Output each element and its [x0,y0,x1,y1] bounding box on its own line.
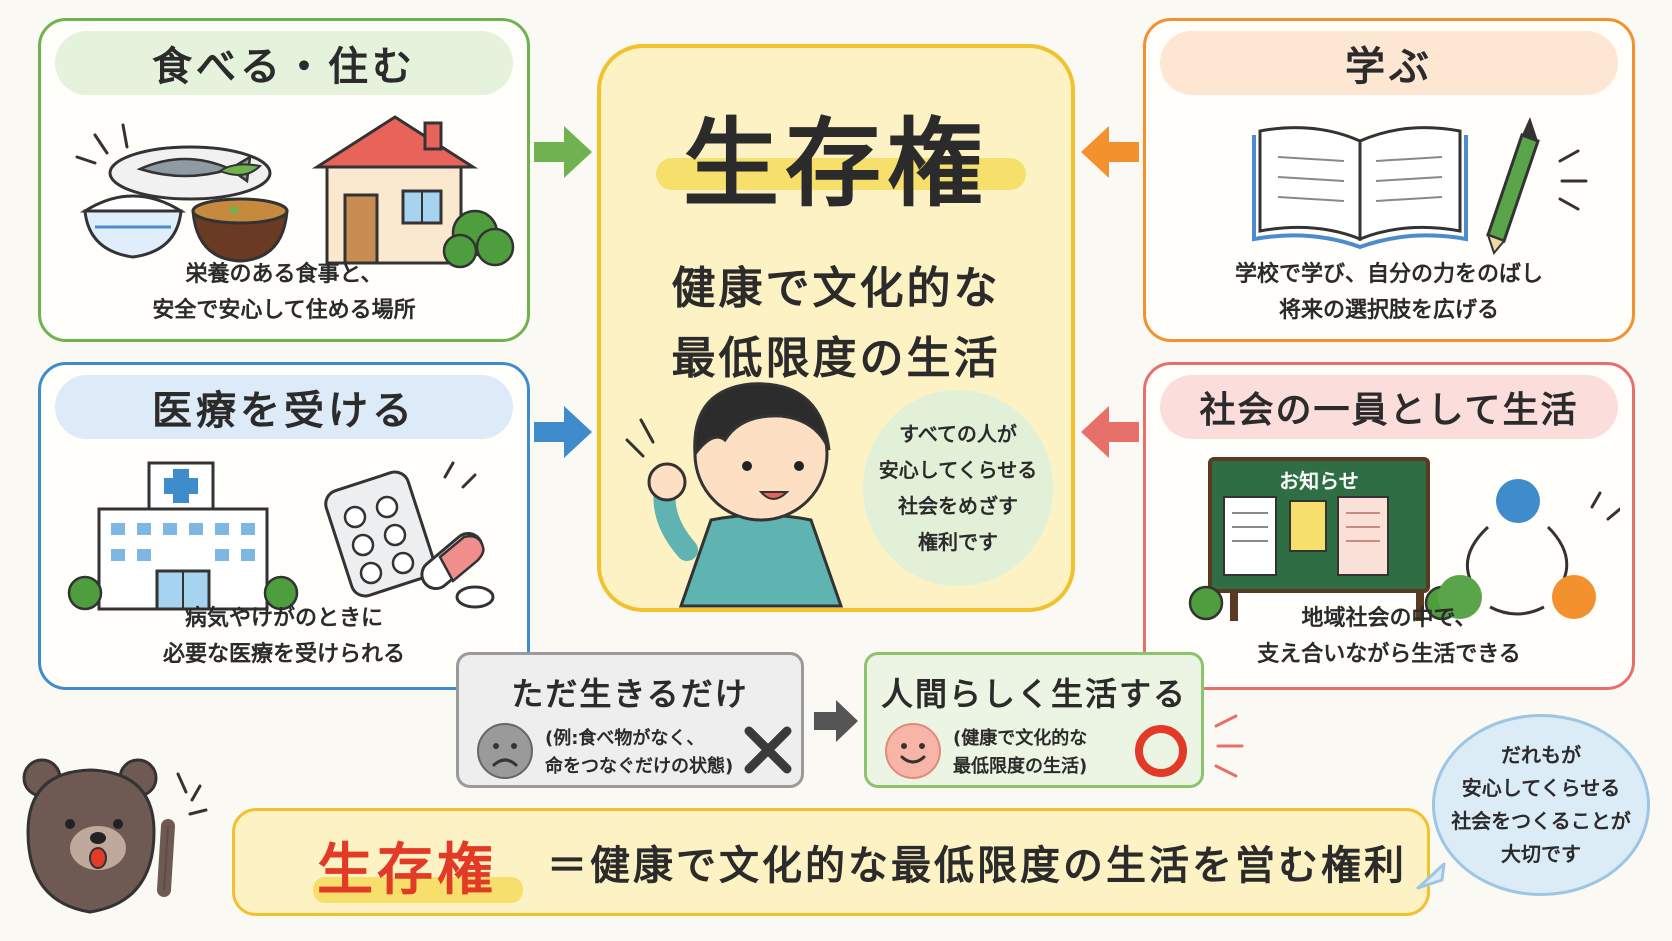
card-food-housing: 食べる・住む [38,18,530,342]
sparkle-lines-icon [75,123,129,165]
desc-line: 栄養のある食事と、 [185,262,383,287]
sad-face-icon [477,723,533,779]
desc-line: 将来の選択肢を広げる [1278,298,1499,323]
bush-icon [442,209,515,269]
bubble-line: だれもが [1501,743,1581,767]
desc-line: 病気やけがのときに [184,606,383,631]
happy-face-icon [885,723,941,779]
boy-character-icon [625,382,844,608]
center-title: 生存権 [683,108,989,220]
card-title-learning: 学ぶ [1160,31,1618,95]
food-housing-illustration [75,115,515,269]
medical-illustration [67,461,495,611]
center-subtitle: 健康で文化的な 最低限度の生活 [601,254,1071,394]
open-book-icon [1252,126,1468,250]
note-line: 最低限度の生活) [953,756,1088,777]
card-title-medical: 医療を受ける [55,375,513,439]
rice-bowl-icon [79,194,187,259]
sparkle-lines-icon [443,461,477,489]
desc-line: 支え合いながら生活できる [1257,642,1521,667]
subtitle-line: 最低限度の生活 [671,333,1001,384]
notice-board-label: お知らせ [1279,469,1359,493]
bubble-line: 大切です [1501,842,1581,866]
comparison-good-box: 人間らしく生活する (健康で文化的な 最低限度の生活) [864,652,1204,788]
title-highlight [656,158,1026,190]
keyword-highlight [313,877,523,903]
definition-keyword: 生存権 [317,838,497,903]
circle-mark-icon [1135,725,1187,777]
desc-line: 安全で安心して住める場所 [152,298,416,323]
arrow-right-green-icon [534,126,592,178]
notice-papers-icon [1188,496,1460,621]
bubble-line: すべての人が [899,422,1017,446]
bubble-line: 安心してくらせる [878,458,1038,482]
pill-pack-icon [324,470,436,598]
capsule-icon [420,532,495,609]
definition-bar: 生存権 ＝健康で文化的な最低限度の生活を営む権利 [232,808,1430,916]
community-circles-icon [1438,479,1596,619]
sparkle-lines-icon [1214,714,1244,778]
comparison-good-note: (健康で文化的な 最低限度の生活) [953,725,1087,781]
desc-line: 学校で学び、自分の力をのばし [1234,262,1543,287]
arrow-left-red-icon [1081,406,1139,458]
miso-soup-icon [191,197,289,263]
learning-illustration [1252,117,1588,256]
note-line: (例:食べ物がなく、 [545,728,705,749]
card-desc-learning: 学校で学び、自分の力をのばし 将来の選択肢を広げる [1146,257,1632,329]
card-desc-medical: 病気やけがのときに 必要な医療を受けられる [41,601,527,673]
bubble-line: 社会をめざす [898,494,1018,518]
note-line: 命をつなぐだけの状態) [545,756,734,777]
center-speech-bubble: すべての人が 安心してくらせる 社会をめざす 権利です [863,390,1053,586]
bubble-line: 権利です [918,530,998,554]
comparison-bad-note: (例:食べ物がなく、 命をつなぐだけの状態) [545,725,733,781]
cross-mark-icon [744,726,792,774]
card-title-society: 社会の一員として生活 [1160,375,1618,439]
arrow-right-gray-icon [814,700,858,742]
bubble-tail-icon [1416,862,1446,890]
subtitle-line: 健康で文化的な [671,263,1001,314]
arrow-right-blue-icon [534,406,592,458]
note-line: (健康で文化的な [953,728,1088,749]
arrow-left-orange-icon [1081,126,1139,178]
desc-line: 地域社会の中で、 [1301,606,1477,631]
society-illustration [1188,479,1620,621]
card-desc-society: 地域社会の中で、 支え合いながら生活できる [1146,601,1632,673]
sparkle-lines-icon [1558,149,1588,211]
card-desc-food-housing: 栄養のある食事と、 安全で安心して住める場所 [41,257,527,329]
desc-line: 必要な医療を受けられる [162,642,405,667]
definition-text: ＝健康で文化的な最低限度の生活を営む権利 [547,843,1407,889]
comparison-bad-title: ただ生きるだけ [511,675,749,713]
bubble-line: 安心してくらせる [1461,776,1621,800]
sparkle-lines-icon [1590,491,1620,521]
card-title-food-housing: 食べる・住む [55,31,513,95]
pencil-icon [1486,117,1540,256]
comparison-bad-box: ただ生きるだけ (例:食べ物がなく、 命をつなぐだけの状態) [456,652,804,788]
card-medical: 医療を受ける [38,362,530,690]
bubble-line: 社会をつくることが [1451,809,1631,833]
hospital-icon [67,461,299,611]
bear-speech-bubble: だれもが 安心してくらせる 社会をつくることが 大切です [1432,714,1650,896]
comparison-good-title: 人間らしく生活する [880,675,1187,713]
fish-plate-icon [108,145,272,201]
card-learning: 学ぶ 学校で学び、自分の力をのばし 将来の選択肢を広げる [1143,18,1635,342]
center-panel: 生存権 健康で文化的な 最低限度の生活 すべての人が 安心してくらせる 社会をめ… [597,44,1075,612]
bear-character-icon [22,758,208,914]
card-society: 社会の一員として生活 お知らせ 地域社会の中で、 支え合いながら生活できる [1143,362,1635,690]
